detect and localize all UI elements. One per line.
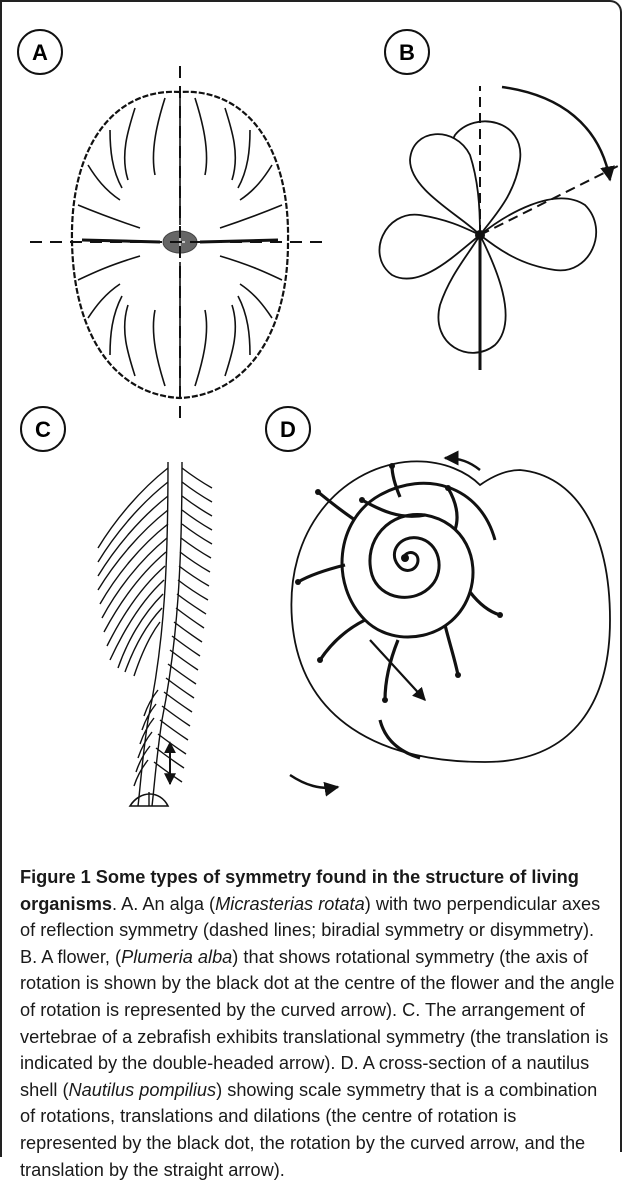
svg-text:B: B [399,40,415,65]
panel-label-b: B [385,30,429,74]
svg-text:A: A [32,40,48,65]
nautilus-rotation-arrow [445,458,480,470]
nautilus-shell-drawing [291,461,610,762]
shell-spiral [342,483,495,637]
panel-label-c: C [21,407,65,451]
svg-text:D: D [280,417,296,442]
caption-text: . A. An alga ( [112,894,215,914]
species-name: Nautilus pompilius [69,1080,217,1100]
rotation-center-dot [475,230,485,240]
svg-text:C: C [35,417,51,442]
panel-label-d: D [266,407,310,451]
nautilus-translation-arrow [370,640,425,700]
nautilus-rotation-arrow-lower [290,775,338,788]
zebrafish-vertebrae-drawing [98,462,212,806]
nautilus-center-dot [401,554,409,562]
shell-outline [291,461,610,762]
figure-panels: A B C D [0,0,627,880]
species-name: Micrasterias rotata [215,894,365,914]
figure-caption: Figure 1 Some types of symmetry found in… [20,864,616,1183]
species-name: Plumeria alba [121,947,232,967]
caption-text: ) that shows rotational symmetry (the ax… [20,947,615,1100]
flower-drawing [379,121,596,352]
panel-label-a: A [18,30,62,74]
